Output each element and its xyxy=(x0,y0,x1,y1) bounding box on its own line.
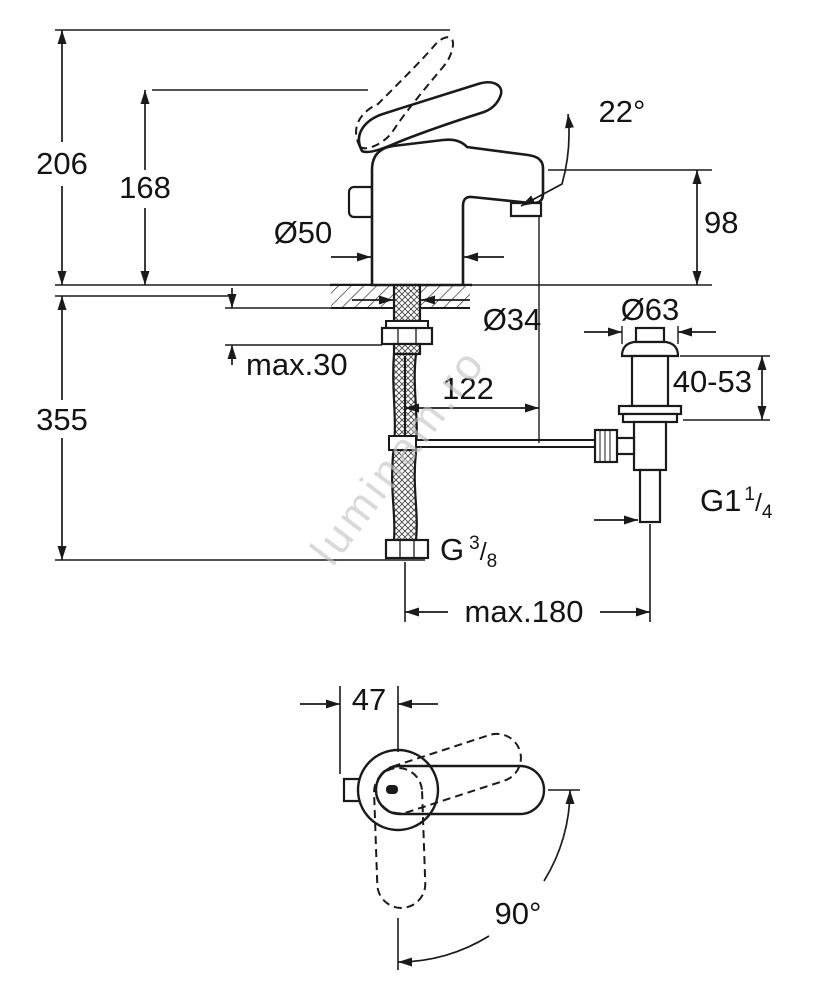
aerator xyxy=(509,201,543,218)
spout-plan xyxy=(342,777,360,803)
deck-hatch-right xyxy=(421,286,470,308)
dimension-spout-height: 98 xyxy=(472,169,738,286)
body-plan-circle xyxy=(356,748,440,832)
rod-clamp xyxy=(388,435,417,451)
handle-plan-raised-dashed xyxy=(374,732,522,815)
dim-label-d63: Ø63 xyxy=(621,292,680,327)
dimension-spout-projection: 122 xyxy=(405,216,540,443)
dim-label-max30: max.30 xyxy=(246,347,348,382)
handle-lever-raised-dashed xyxy=(355,36,455,150)
dimension-base-diameter: Ø50 xyxy=(274,215,504,262)
dimension-handle-width: 47 xyxy=(300,682,438,774)
dim-label-d34: Ø34 xyxy=(483,302,542,337)
dimension-max-reach: max.180 xyxy=(404,524,651,629)
dim-label-90deg: 90° xyxy=(495,896,542,931)
dimension-total-height: 206 xyxy=(36,29,450,297)
dimension-waste-flange-diameter: Ø63 xyxy=(584,292,716,344)
dim-label-max180: max.180 xyxy=(465,594,584,629)
lever-slot xyxy=(386,785,398,794)
handle-plan-rotated-dashed xyxy=(373,766,427,909)
waste-neck xyxy=(630,354,670,408)
handle-plan xyxy=(374,764,546,816)
dim-label-122: 122 xyxy=(442,371,494,406)
dim-label-168: 168 xyxy=(119,170,171,205)
dimension-max-deck-thickness: max.30 xyxy=(225,288,382,382)
waste-bottom-tube xyxy=(638,468,662,524)
threaded-shank xyxy=(380,283,434,356)
dimension-swivel-angle: 90° xyxy=(397,789,580,970)
popup-waste-assembly xyxy=(593,326,683,524)
dimension-mounting-depth-range: 40-53 xyxy=(673,355,770,421)
dimension-under-counter-height: 355 xyxy=(36,296,425,561)
dimension-handle-angle: 22° xyxy=(520,94,646,207)
hose-nut xyxy=(384,538,430,560)
dimensions-side-view: 206 168 355 Ø50 22° xyxy=(36,29,773,629)
waste-dome xyxy=(620,340,680,358)
handle-lever xyxy=(357,81,503,154)
dim-label-d50: Ø50 xyxy=(274,215,333,250)
knurled-knob xyxy=(593,428,619,464)
dim-label-98: 98 xyxy=(704,205,738,240)
faucet-top-view: 47 90° xyxy=(300,682,580,970)
dimension-shank-diameter: Ø34 xyxy=(352,295,542,337)
popup-horizontal-rod xyxy=(415,439,603,448)
waste-body xyxy=(632,420,668,472)
dim-label-22deg: 22° xyxy=(599,94,646,129)
dim-label-355: 355 xyxy=(36,402,88,437)
dim-label-47: 47 xyxy=(352,682,386,717)
deck-hatch-left xyxy=(331,286,393,308)
dimension-body-height: 168 xyxy=(119,89,368,285)
dim-label-206: 206 xyxy=(36,146,88,181)
waste-plug-top xyxy=(634,326,666,344)
dim-label-40-53: 40-53 xyxy=(673,364,752,399)
mounting-nut xyxy=(380,326,434,346)
